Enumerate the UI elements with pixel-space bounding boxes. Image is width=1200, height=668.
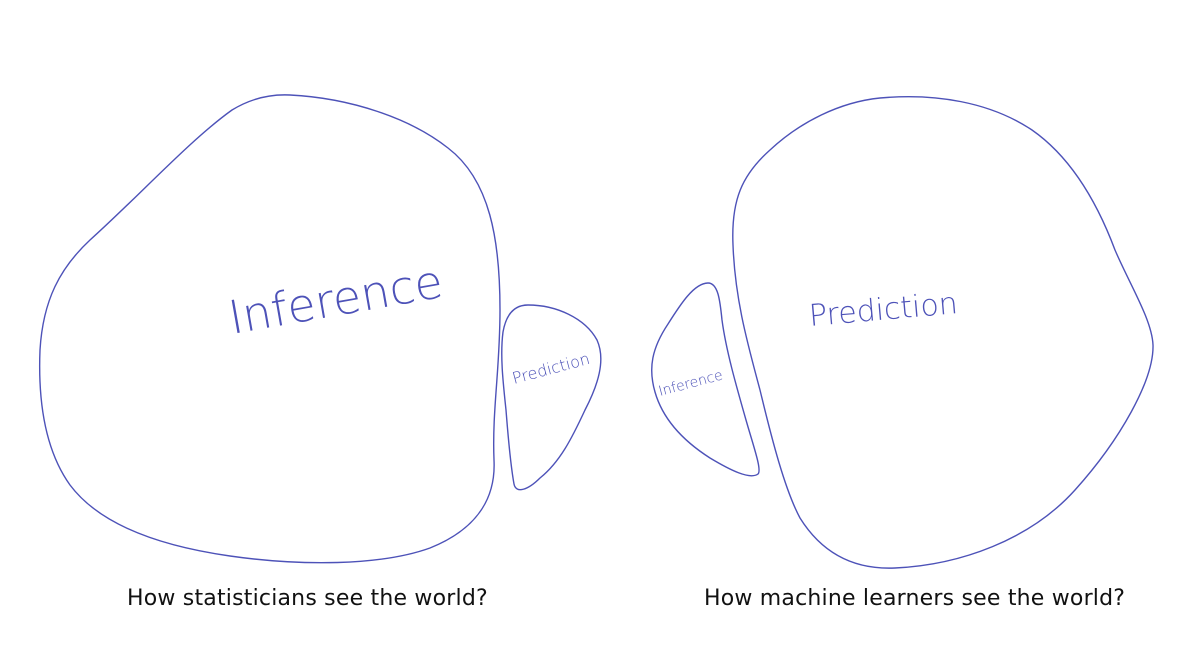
right-inference-label: Inference	[657, 367, 725, 399]
left-prediction-blob	[501, 304, 602, 491]
right-prediction-label: Prediction	[808, 286, 960, 334]
left-inference-label: Inference	[225, 254, 447, 345]
left-caption: How statisticians see the world?	[127, 586, 488, 611]
right-caption: How machine learners see the world?	[704, 586, 1126, 611]
right-prediction-blob	[732, 96, 1154, 569]
right-inference-blob	[651, 282, 760, 477]
left-prediction-label: Prediction	[510, 349, 592, 388]
left-inference-blob	[38, 94, 501, 564]
